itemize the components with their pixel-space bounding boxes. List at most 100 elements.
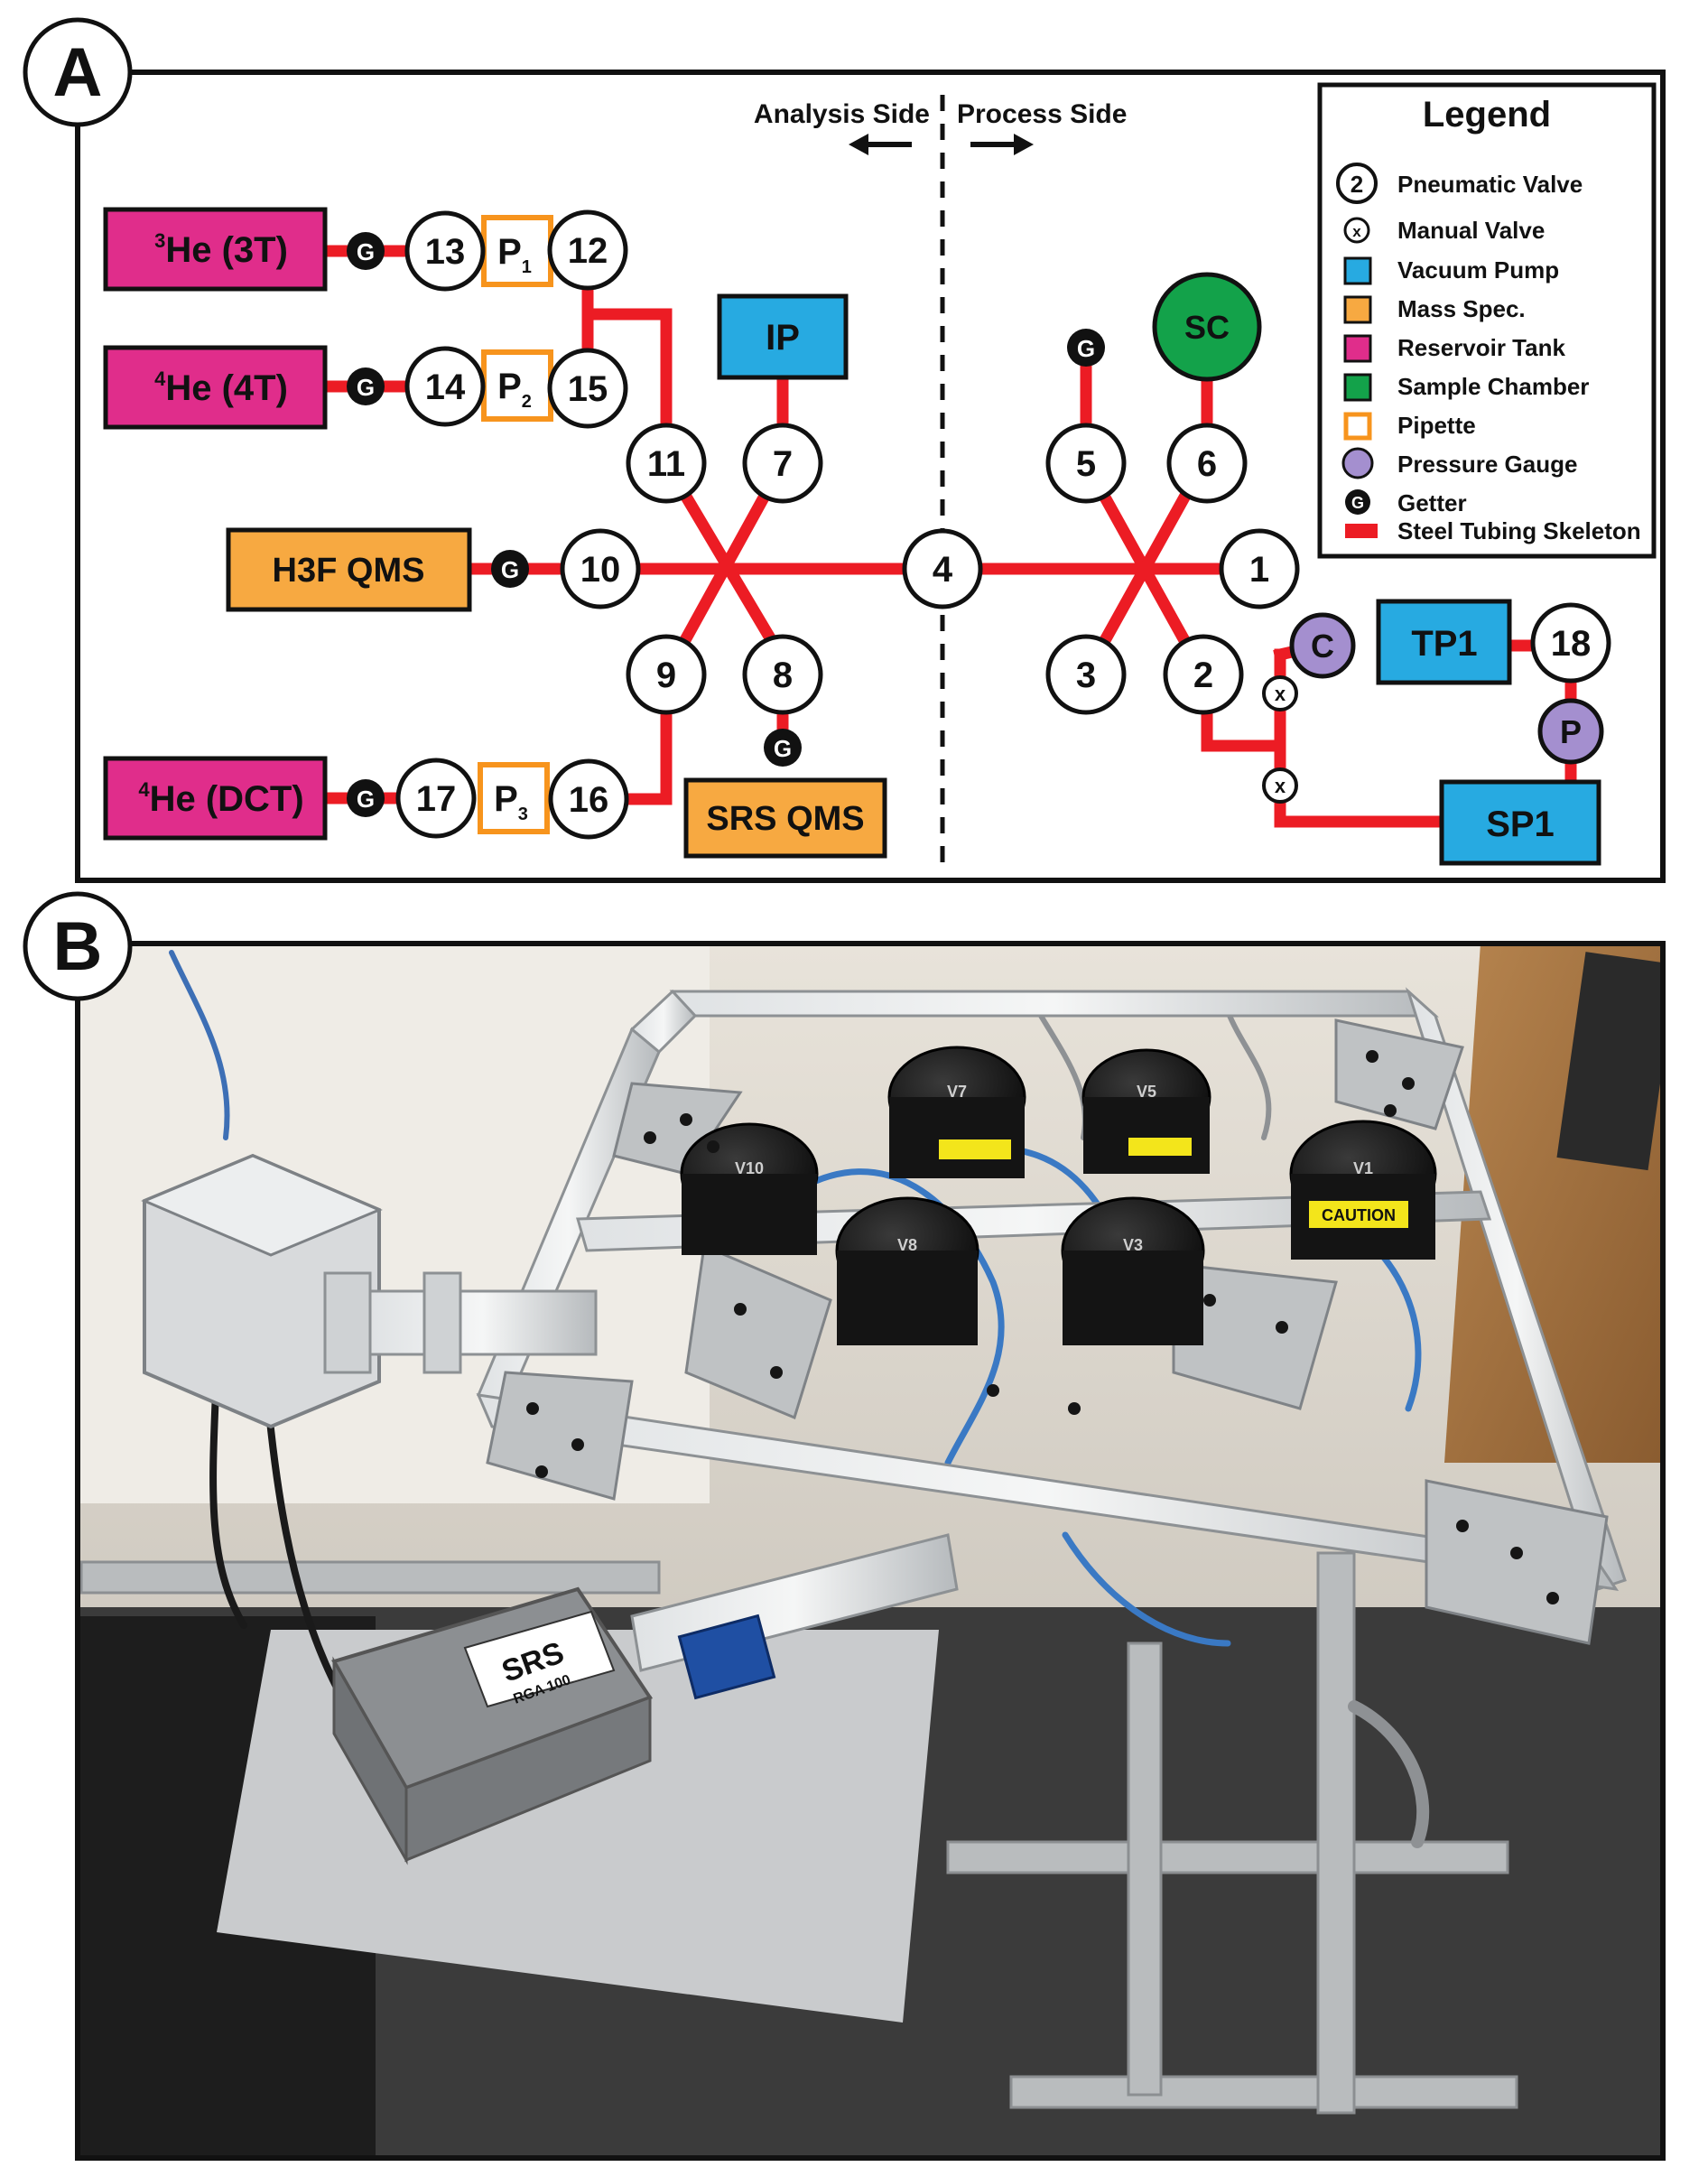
pipette-1-label: P xyxy=(497,232,522,272)
valve-cap-v8: V8 xyxy=(835,1196,979,1345)
valve-actuators: V10 V7 V5 CAUTION V1 xyxy=(680,1046,1437,1345)
svg-text:P3: P3 xyxy=(494,779,528,824)
sample-chamber: SC xyxy=(1152,272,1262,382)
pipette-1-subscript: 1 xyxy=(522,257,532,277)
getter-h3f: G xyxy=(491,550,529,588)
getter-process-label: G xyxy=(1077,335,1095,362)
pneumatic-valve-13-label: 13 xyxy=(425,232,466,272)
legend-mass-spec-label: Mass Spec. xyxy=(1397,295,1526,322)
pipette-1: P1 xyxy=(481,215,553,287)
reservoir-3t-label: He (3T) xyxy=(165,230,288,270)
svg-text:3He (3T): 3He (3T) xyxy=(154,229,288,270)
pneumatic-valve-7: 7 xyxy=(742,423,823,504)
pneumatic-valve-12: 12 xyxy=(547,209,628,291)
pneumatic-valve-3: 3 xyxy=(1045,634,1127,715)
manual-valve-upper: x xyxy=(1262,675,1298,711)
ip-label: IP xyxy=(766,318,800,358)
frame-bolts xyxy=(526,1050,1559,1604)
valve-cap-v8-label: V8 xyxy=(897,1236,917,1254)
pneumatic-valve-5-label: 5 xyxy=(1076,444,1096,484)
legend-manual-valve: x Manual Valve xyxy=(1343,217,1545,244)
legend-vacuum-pump: Vacuum Pump xyxy=(1343,256,1559,285)
legend-manual-valve-symbol: x xyxy=(1352,223,1361,240)
pneumatic-valve-6-label: 6 xyxy=(1197,444,1217,484)
pneumatic-valve-15: 15 xyxy=(547,348,628,429)
pneumatic-valve-10-label: 10 xyxy=(580,550,621,590)
pneumatic-valve-16: 16 xyxy=(548,758,629,840)
pneumatic-valve-9: 9 xyxy=(626,634,707,715)
valve-cap-v10: V10 xyxy=(680,1122,819,1255)
valve-cap-v7: V7 xyxy=(887,1046,1026,1178)
reservoir-3t-superscript: 3 xyxy=(154,229,165,252)
pneumatic-valve-8: 8 xyxy=(742,634,823,715)
getter-srs-label: G xyxy=(774,735,792,762)
reservoir-4t-label: He (4T) xyxy=(165,368,288,408)
reservoir-tank-4he-dct: 4He (DCT) xyxy=(103,756,328,841)
pneumatic-valve-2: 2 xyxy=(1163,634,1244,715)
legend-reservoir-tank-label: Reservoir Tank xyxy=(1397,334,1565,361)
pipette-2-subscript: 2 xyxy=(522,392,532,412)
legend-steel-tubing-label: Steel Tubing Skeleton xyxy=(1397,517,1641,544)
legend: Legend 2 Pneumatic Valve x Manual Valve … xyxy=(1317,82,1657,559)
pneumatic-valve-1: 1 xyxy=(1219,528,1300,609)
svg-text:P2: P2 xyxy=(497,367,532,412)
valve-cap-v5: V5 xyxy=(1081,1048,1211,1174)
getter-3t: G xyxy=(347,232,385,270)
legend-pressure-gauge-label: Pressure Gauge xyxy=(1397,451,1577,478)
getter-3t-label: G xyxy=(357,238,375,265)
getter-4t: G xyxy=(347,367,385,405)
valve-cap-v5-label: V5 xyxy=(1137,1083,1156,1101)
panel-b-frame xyxy=(75,941,1666,2161)
svg-text:4He (4T): 4He (4T) xyxy=(154,367,288,408)
pneumatic-valve-18-label: 18 xyxy=(1551,624,1592,664)
pneumatic-valve-5: 5 xyxy=(1045,423,1127,504)
reservoir-tank-4he-4t: 4He (4T) xyxy=(103,345,328,430)
srs-qms-label: SRS QMS xyxy=(706,800,864,838)
manual-valve-upper-label: x xyxy=(1275,683,1286,705)
h3f-qms: H3F QMS xyxy=(226,527,472,612)
pneumatic-valve-18: 18 xyxy=(1530,602,1611,684)
pneumatic-valve-12-label: 12 xyxy=(568,231,608,271)
panel-b-label: B xyxy=(53,908,103,985)
reservoir-dct-label: He (DCT) xyxy=(150,779,304,819)
legend-pneumatic-valve-label: Pneumatic Valve xyxy=(1397,171,1583,198)
legend-pipette-label: Pipette xyxy=(1397,412,1476,439)
reservoir-dct-superscript: 4 xyxy=(138,778,150,801)
pneumatic-valve-8-label: 8 xyxy=(773,656,793,695)
legend-steel-tubing: Steel Tubing Skeleton xyxy=(1345,517,1641,544)
legend-pneumatic-valve-symbol: 2 xyxy=(1351,171,1363,198)
h3f-housing xyxy=(141,1153,598,1429)
valve-cap-v7-label: V7 xyxy=(947,1083,967,1101)
pneumatic-valve-3-label: 3 xyxy=(1076,656,1096,695)
pneumatic-valve-11: 11 xyxy=(626,423,707,504)
analysis-side-label: Analysis Side xyxy=(754,99,930,129)
getter-h3f-label: G xyxy=(501,556,519,583)
valve-cap-v10-label: V10 xyxy=(735,1159,764,1177)
svg-text:P1: P1 xyxy=(497,232,532,277)
sp1-label: SP1 xyxy=(1486,804,1555,844)
caution-label: CAUTION xyxy=(1322,1206,1396,1224)
legend-pipette: Pipette xyxy=(1343,412,1476,441)
panel-b-photo: SRS RGA 100 V10 V7 V5 xyxy=(78,944,1663,2158)
process-side-label: Process Side xyxy=(957,99,1127,129)
getter-dct: G xyxy=(347,779,385,817)
panel-b-badge: B xyxy=(23,891,133,1001)
reservoir-4t-superscript: 4 xyxy=(154,367,166,390)
pipette-2: P2 xyxy=(481,349,553,422)
svg-text:4He (DCT): 4He (DCT) xyxy=(138,778,303,819)
tp1-label: TP1 xyxy=(1411,624,1477,664)
scroll-pump: SP1 xyxy=(1439,779,1601,866)
legend-title: Legend xyxy=(1423,95,1551,135)
ion-pump: IP xyxy=(717,293,849,380)
pneumatic-valve-1-label: 1 xyxy=(1249,550,1269,590)
pneumatic-valve-2-label: 2 xyxy=(1193,656,1213,695)
pressure-gauge-c: C xyxy=(1289,612,1356,679)
legend-reservoir-tank: Reservoir Tank xyxy=(1343,334,1565,363)
panel-a-label: A xyxy=(53,34,103,111)
legend-manual-valve-label: Manual Valve xyxy=(1397,217,1545,244)
legend-pneumatic-valve: 2 Pneumatic Valve xyxy=(1336,163,1583,204)
srs-rga-unit: SRS RGA 100 xyxy=(331,1533,959,1865)
panel-a-badge: A xyxy=(23,17,133,127)
valve-cap-v1: CAUTION V1 xyxy=(1289,1120,1437,1260)
